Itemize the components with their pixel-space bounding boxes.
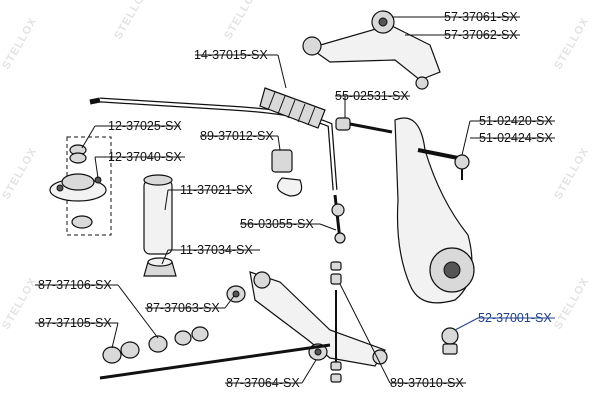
label-57-37061: 57-37061-SX — [444, 10, 518, 24]
svg-text:STELLOX: STELLOX — [552, 16, 591, 72]
lower-control-arm — [249, 271, 388, 367]
stabilizer-link — [331, 194, 346, 244]
steering-boot — [259, 87, 326, 129]
label-87-37064: 87-37064-SX — [226, 376, 300, 390]
bump-stop — [143, 257, 177, 277]
label-55-02531: 55-02531-SX — [335, 89, 409, 103]
label-87-37063: 87-37063-SX — [146, 301, 220, 315]
lower-ball-joint — [441, 327, 459, 355]
strut-dust-boot — [143, 174, 173, 255]
steering-knuckle — [394, 117, 475, 304]
label-11-37034: 11-37034-SX — [180, 243, 253, 257]
label-11-37021: 11-37021-SX — [180, 183, 253, 197]
label-89-37010: 89-37010-SX — [390, 376, 464, 390]
svg-text:STELLOX: STELLOX — [222, 0, 261, 42]
svg-text:STELLOX: STELLOX — [552, 146, 591, 202]
part-labels: 57-37061-SX 57-37062-SX 14-37015-SX 55-0… — [38, 10, 553, 390]
label-87-37105: 87-37105-SX — [38, 316, 112, 330]
label-12-37025: 12-37025-SX — [108, 119, 182, 133]
svg-text:STELLOX: STELLOX — [112, 0, 151, 42]
label-51-02420: 51-02420-SX — [479, 114, 553, 128]
stabilizer-bushing — [271, 149, 303, 197]
label-89-37012: 89-37012-SX — [200, 129, 274, 143]
upper-control-arm — [302, 10, 441, 90]
svg-text:STELLOX: STELLOX — [0, 146, 39, 202]
tension-rod — [99, 326, 331, 380]
label-56-03055: 56-03055-SX — [240, 217, 314, 231]
strut-mount-assembly — [49, 136, 112, 236]
label-52-37001: 52-37001-SX — [478, 311, 552, 325]
tie-rod-end — [417, 148, 470, 180]
bushing-87-37063 — [226, 285, 246, 303]
leader-lines — [35, 16, 555, 384]
link-bushing-stack — [330, 261, 342, 383]
svg-text:STELLOX: STELLOX — [0, 16, 39, 72]
label-14-37015: 14-37015-SX — [194, 48, 268, 62]
svg-text:STELLOX: STELLOX — [0, 276, 39, 332]
inner-tie-rod — [335, 117, 393, 134]
svg-text:STELLOX: STELLOX — [552, 276, 591, 332]
label-57-37062: 57-37062-SX — [444, 28, 518, 42]
label-51-02424: 51-02424-SX — [479, 131, 553, 145]
label-87-37106: 87-37106-SX — [38, 278, 112, 292]
label-12-37040: 12-37040-SX — [108, 150, 182, 164]
